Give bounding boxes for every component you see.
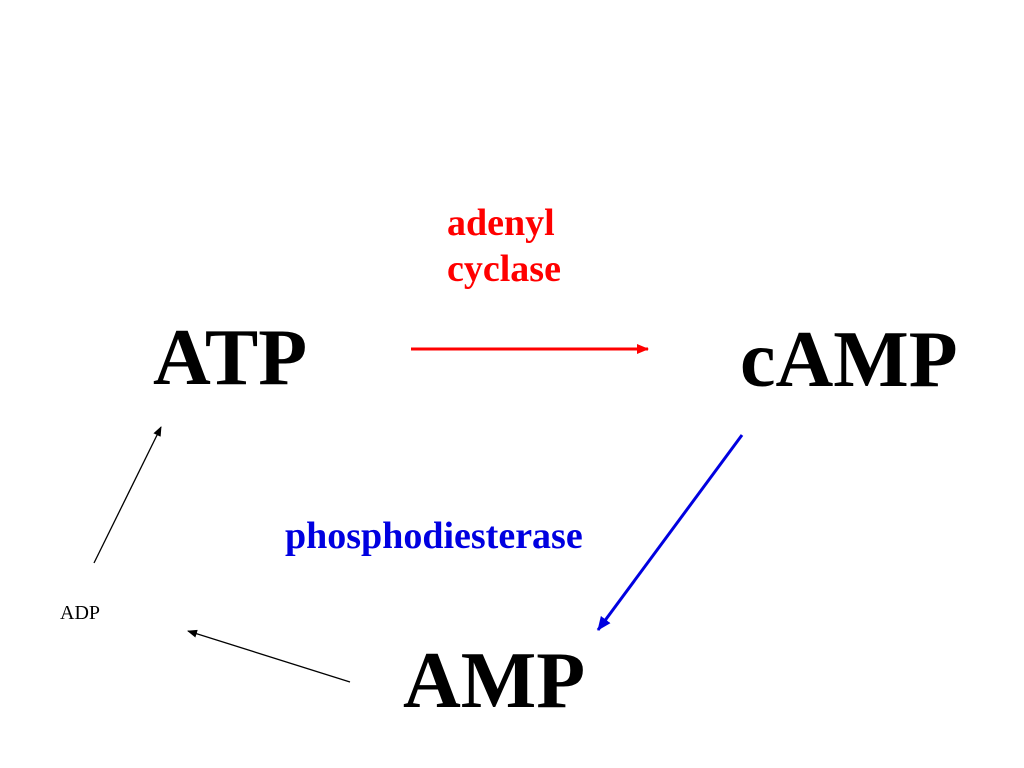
node-camp: cAMP xyxy=(740,316,958,404)
arrow-adp-to-atp xyxy=(93,426,162,564)
node-adp: ADP xyxy=(60,602,101,624)
arrow-amp-to-adp xyxy=(187,629,351,683)
enzyme-label-phosphodiesterase: phosphodiesterase xyxy=(285,515,583,557)
arrow-camp-to-amp xyxy=(596,434,744,631)
node-amp: AMP xyxy=(403,637,586,725)
enzyme-label-adenyl-cyclase: adenyl cyclase xyxy=(447,200,561,293)
node-atp: ATP xyxy=(153,314,308,402)
enzyme-label-line-1: adenyl xyxy=(447,202,555,244)
enzyme-label-line-2: cyclase xyxy=(447,248,561,291)
